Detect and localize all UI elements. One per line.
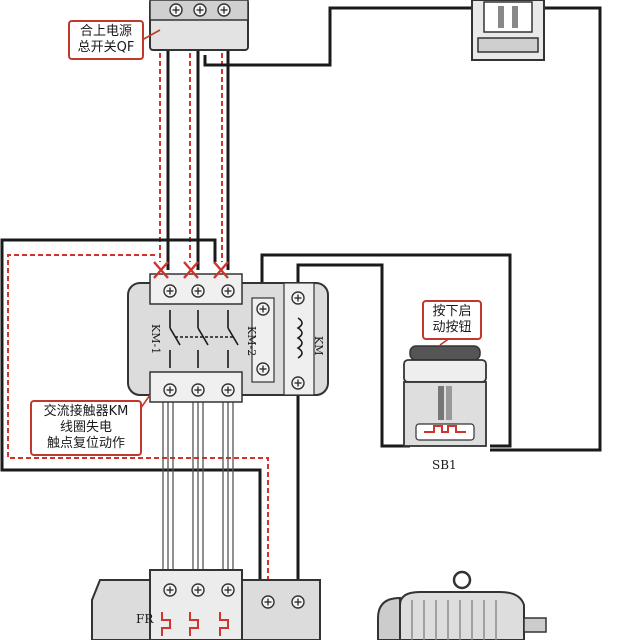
- sb1-contact-top: [471, 0, 545, 61]
- sb1-action-line-2: 动按钮: [432, 320, 472, 335]
- qf-callout: 合上电源 总开关QF: [68, 20, 144, 60]
- motor-lead-bundles: [162, 400, 234, 580]
- sb1-start-button: [403, 345, 487, 447]
- qf-callout-line-2: 总开关QF: [77, 40, 135, 55]
- km1-label: KM-1: [149, 324, 162, 355]
- sb1-action-callout: 按下启 动按钮: [422, 300, 482, 340]
- contactor-km: [127, 273, 329, 403]
- qf-switch: [149, 0, 249, 51]
- km-action-line-1: 交流接触器KM: [43, 404, 129, 419]
- current-path-dashed: [7, 45, 269, 598]
- wiring: [0, 6, 602, 602]
- fr-label: FR: [136, 612, 154, 626]
- km-action-line-2: 线圈失电: [59, 420, 112, 435]
- km-action-line-3: 触点复位动作: [46, 436, 125, 451]
- motor: [377, 570, 547, 640]
- thermal-relay-fr: [91, 569, 321, 640]
- sb1-action-line-1: 按下启: [432, 304, 472, 319]
- km-action-callout: 交流接触器KM 线圈失电 触点复位动作: [30, 400, 142, 456]
- sb1-label: SB1: [432, 458, 457, 472]
- km2-label: KM-2: [245, 326, 258, 357]
- km-coil-label: KM: [312, 336, 325, 356]
- qf-callout-line-1: 合上电源: [79, 24, 132, 39]
